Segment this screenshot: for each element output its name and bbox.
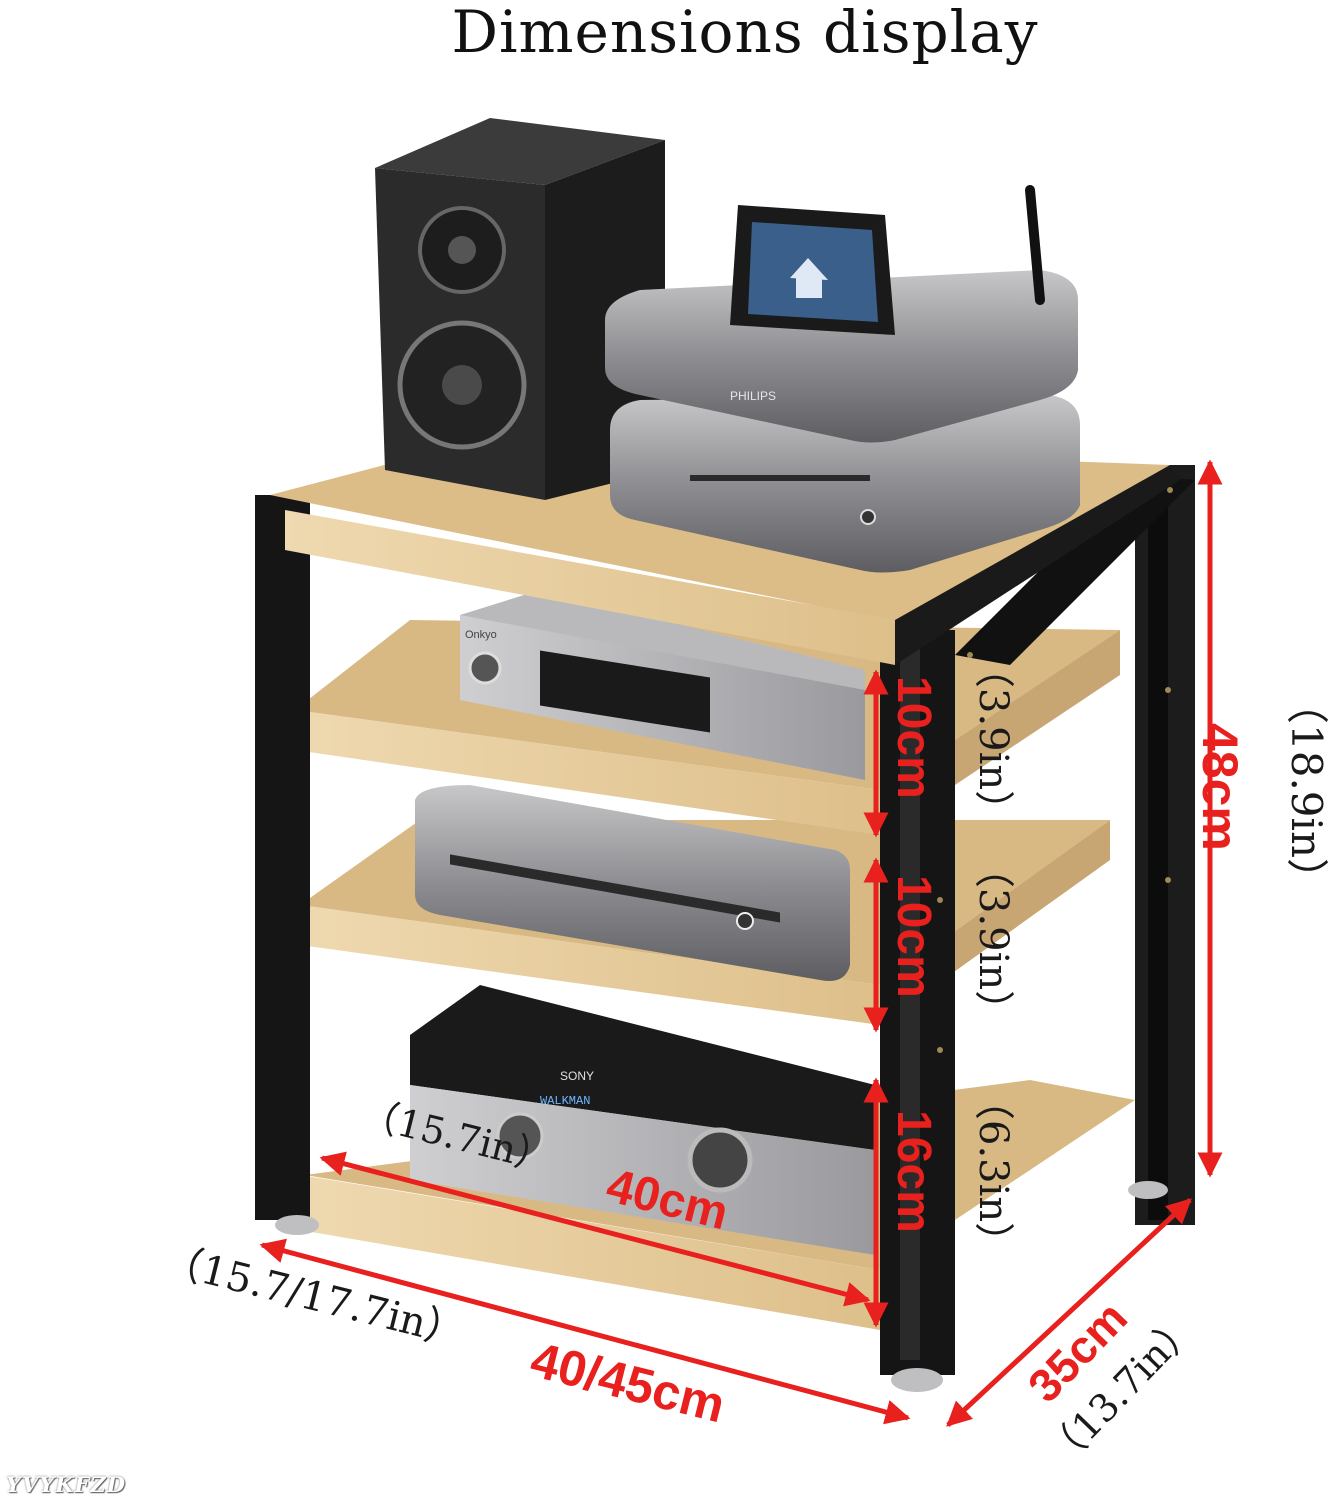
- gap-bottom-in-label: （6.3in）: [970, 1080, 1016, 1262]
- receiver-brand-label: SONY: [560, 1069, 594, 1083]
- gap-top-cm-label: 10cm: [887, 676, 940, 799]
- cd-player-device: Onkyo: [460, 590, 865, 780]
- dimension-arrows: [259, 459, 1223, 1427]
- watermark-text: YVYKFZD: [6, 1472, 126, 1497]
- height-total-cm-label: 48cm: [1192, 723, 1248, 851]
- height-total-in-label: （18.9in）: [1282, 682, 1331, 900]
- outer-width-in-label: （15.7/17.7in）: [158, 1237, 470, 1357]
- gap-bottom-cm-label: 16cm: [887, 1110, 940, 1233]
- outer-width-cm-label: 40/45cm: [525, 1331, 730, 1433]
- depth-arrow: [946, 1198, 1192, 1427]
- svg-text:Onkyo: Onkyo: [465, 629, 497, 641]
- page-title: Dimensions display: [451, 0, 1039, 66]
- receiver-display-label: WALKMAN: [540, 1094, 590, 1108]
- rack-frame-back: [1135, 465, 1195, 1225]
- cd-drive-device: [610, 395, 1080, 573]
- rack-frame-front: [255, 475, 1195, 1392]
- outer-width-arrow: [259, 1238, 911, 1425]
- gap-middle-in-label: （3.9in）: [970, 848, 1016, 1030]
- gap-top-in-label: （3.9in）: [970, 648, 1016, 830]
- network-streamer-device: PHILIPS: [605, 185, 1078, 443]
- streamer-brand-label: PHILIPS: [730, 389, 776, 403]
- gap-middle-cm-label: 10cm: [887, 875, 940, 998]
- blu-ray-device: [415, 785, 850, 981]
